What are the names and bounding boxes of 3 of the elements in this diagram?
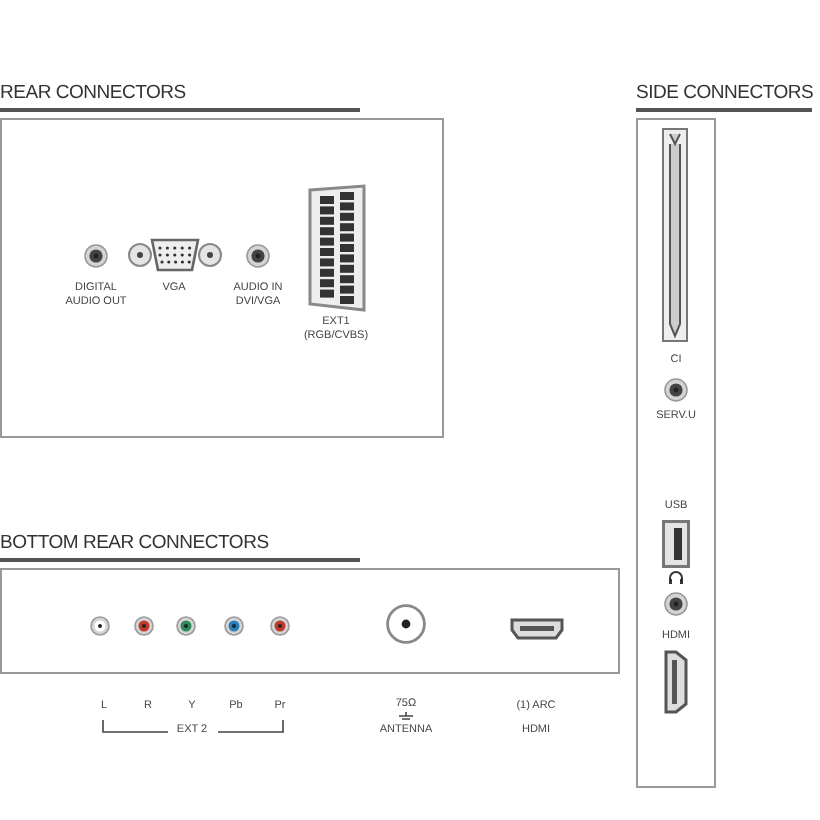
- section-heading: REAR CONNECTORS: [0, 80, 360, 112]
- section-heading: BOTTOM REAR CONNECTORS: [0, 530, 360, 562]
- section-heading: SIDE CONNECTORS: [636, 80, 812, 112]
